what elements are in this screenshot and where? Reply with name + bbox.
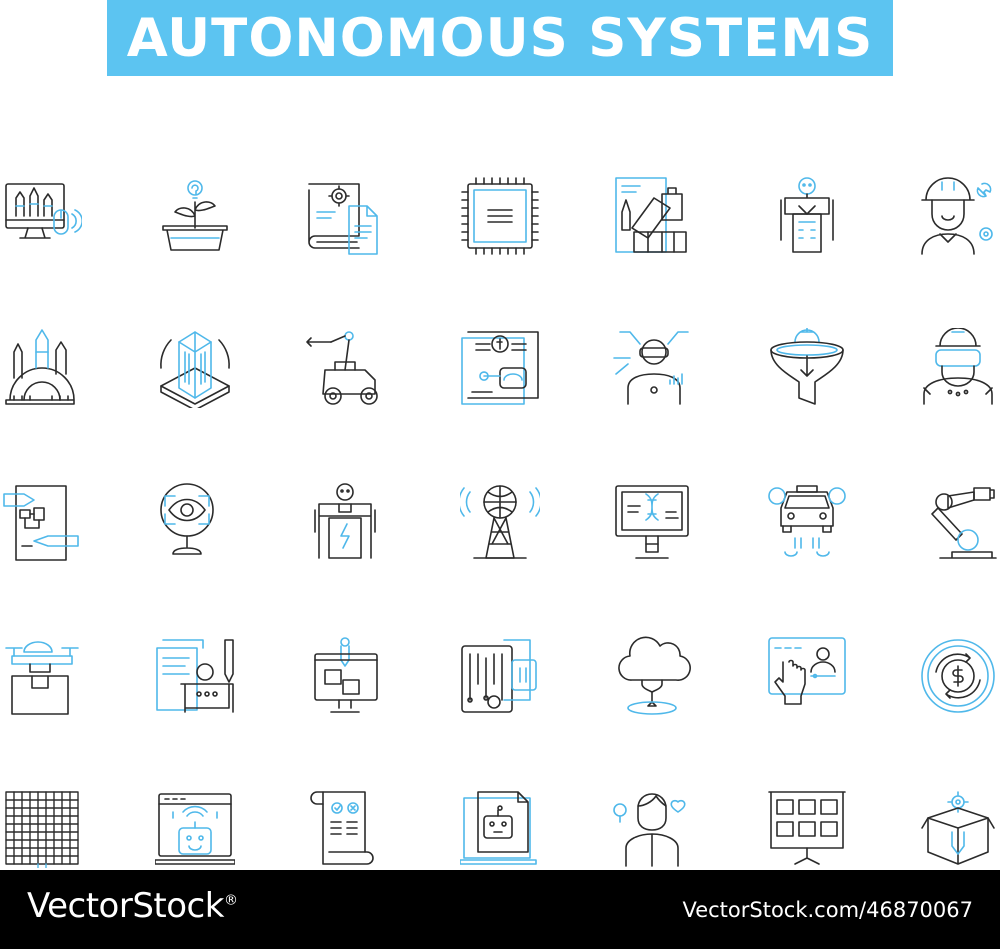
person-ideas-icon [612,788,692,868]
brand-name: VectorStock [27,886,224,926]
brainstorm-cloud-icon [612,636,692,716]
flowchart-document-icon [2,482,82,562]
vr-user-network-icon [612,328,692,408]
dollar-exchange-icon [918,636,998,716]
dna-monitor-icon [612,482,692,562]
robot-documents-icon [155,636,235,716]
checklist-scroll-icon [305,788,385,868]
vectorstock-logo: VectorStock® [27,886,238,926]
image-id-text: VectorStock.com/46870067 [682,898,973,922]
funnel-gear-icon [767,328,847,408]
delivery-drone-icon [2,636,82,716]
grid-panel-icon [2,788,82,868]
industrial-robot-arm-icon [918,482,998,562]
robot-tablet-icon [460,788,540,868]
footer-bar: VectorStock® VectorStock.com/46870067 [0,870,1000,949]
eye-scanner-icon [155,482,235,562]
circuit-board-icon [460,636,540,716]
video-call-touch-icon [767,636,847,716]
icon-grid [2,176,998,868]
robot-icon [767,176,847,256]
title-banner: AUTONOMOUS SYSTEMS [107,0,893,76]
manual-book-icon [305,176,385,256]
design-monitor-icon [2,176,82,256]
registered-mark: ® [223,892,238,909]
robot-laptop-icon [155,788,235,868]
box-gear-icon [918,788,998,868]
engineer-woman-icon [918,176,998,256]
color-swatch-icon [612,176,692,256]
design-software-icon [305,636,385,716]
microchip-icon [460,176,540,256]
rover-robot-arm-icon [305,328,385,408]
vr-engineer-icon [918,328,998,408]
plant-idea-icon [155,176,235,256]
battery-robot-icon [305,482,385,562]
page-title: AUTONOMOUS SYSTEMS [126,7,874,69]
drafting-tools-icon [2,328,82,408]
tower-globe-icon [460,482,540,562]
3d-building-icon [155,328,235,408]
autonomous-car-icon [767,482,847,562]
robot-finance-document-icon [460,328,540,408]
presentation-board-icon [767,788,847,868]
